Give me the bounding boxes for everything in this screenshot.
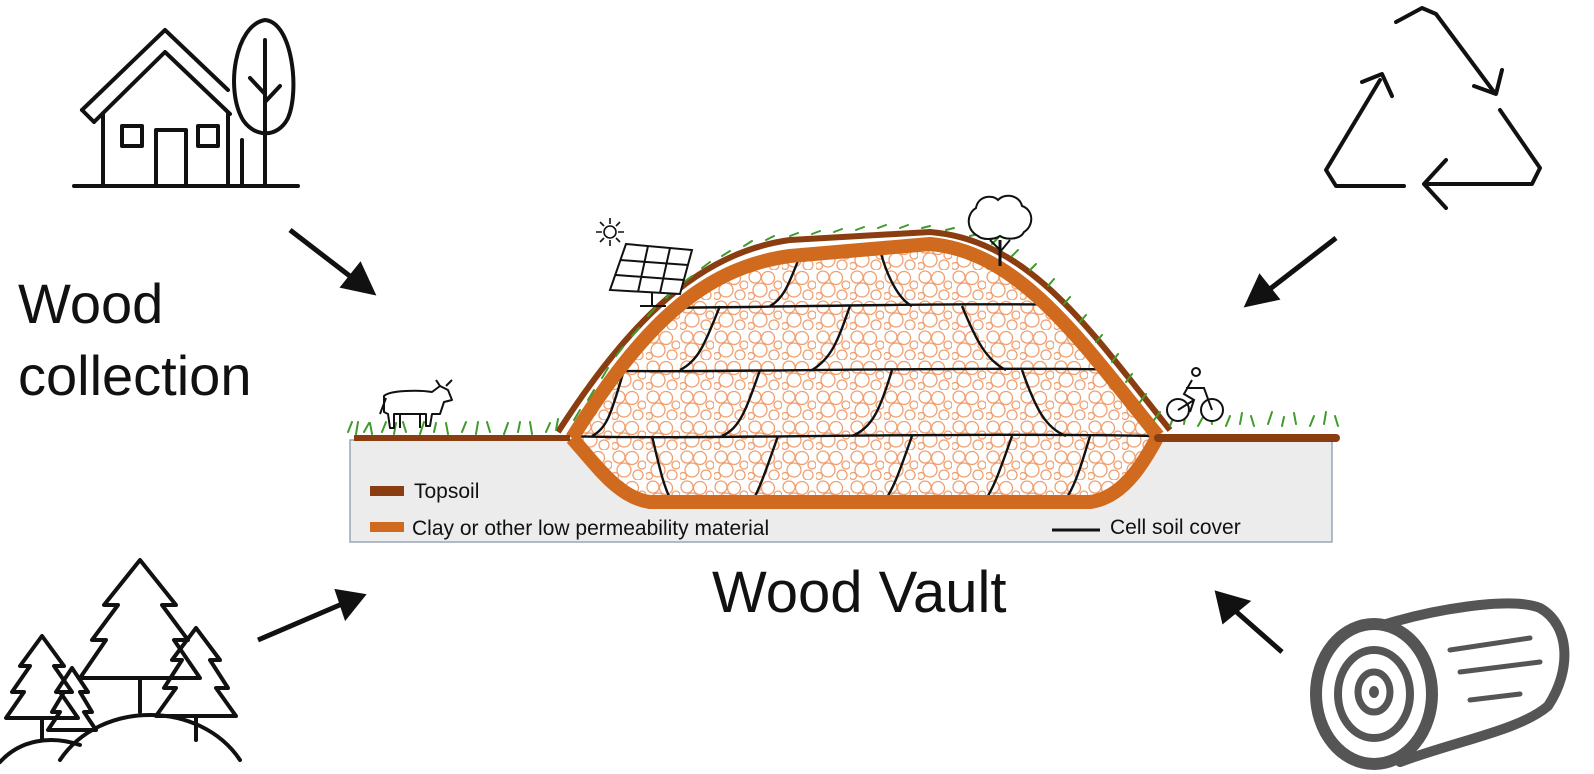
legend-clay: Clay or other low permeability material xyxy=(412,517,769,540)
arrow-topright xyxy=(1243,236,1338,308)
wood-collection-line1: Wood xyxy=(18,272,164,335)
wood-vault-title: Wood Vault xyxy=(712,560,1007,625)
recycle-icon xyxy=(1324,6,1542,210)
sun-icon xyxy=(596,218,624,246)
grass-layer xyxy=(347,224,1339,435)
wood-collection-label: Wood collection xyxy=(18,268,251,412)
tree-icon xyxy=(967,194,1033,266)
house-with-tree-icon xyxy=(72,18,300,188)
legend-swatch-topsoil xyxy=(370,486,404,496)
vault-body xyxy=(354,229,1340,509)
solar-panel-icon xyxy=(608,242,694,307)
legend-topsoil: Topsoil xyxy=(414,480,479,503)
arrows xyxy=(257,228,1338,654)
legend-swatch-clay xyxy=(370,522,404,532)
cyclist-icon xyxy=(1166,367,1224,422)
arrow-bottomright xyxy=(1214,590,1284,654)
cow-icon xyxy=(379,379,453,429)
wood-collection-line2: collection xyxy=(18,344,252,407)
forest-trees-icon xyxy=(0,558,242,764)
legend: Topsoil Clay or other low permeability m… xyxy=(370,480,1241,540)
arrow-bottomleft xyxy=(257,588,367,643)
arrow-topleft xyxy=(288,228,377,296)
log-icon xyxy=(1310,598,1570,770)
legend-cell-cover: Cell soil cover xyxy=(1110,516,1241,539)
